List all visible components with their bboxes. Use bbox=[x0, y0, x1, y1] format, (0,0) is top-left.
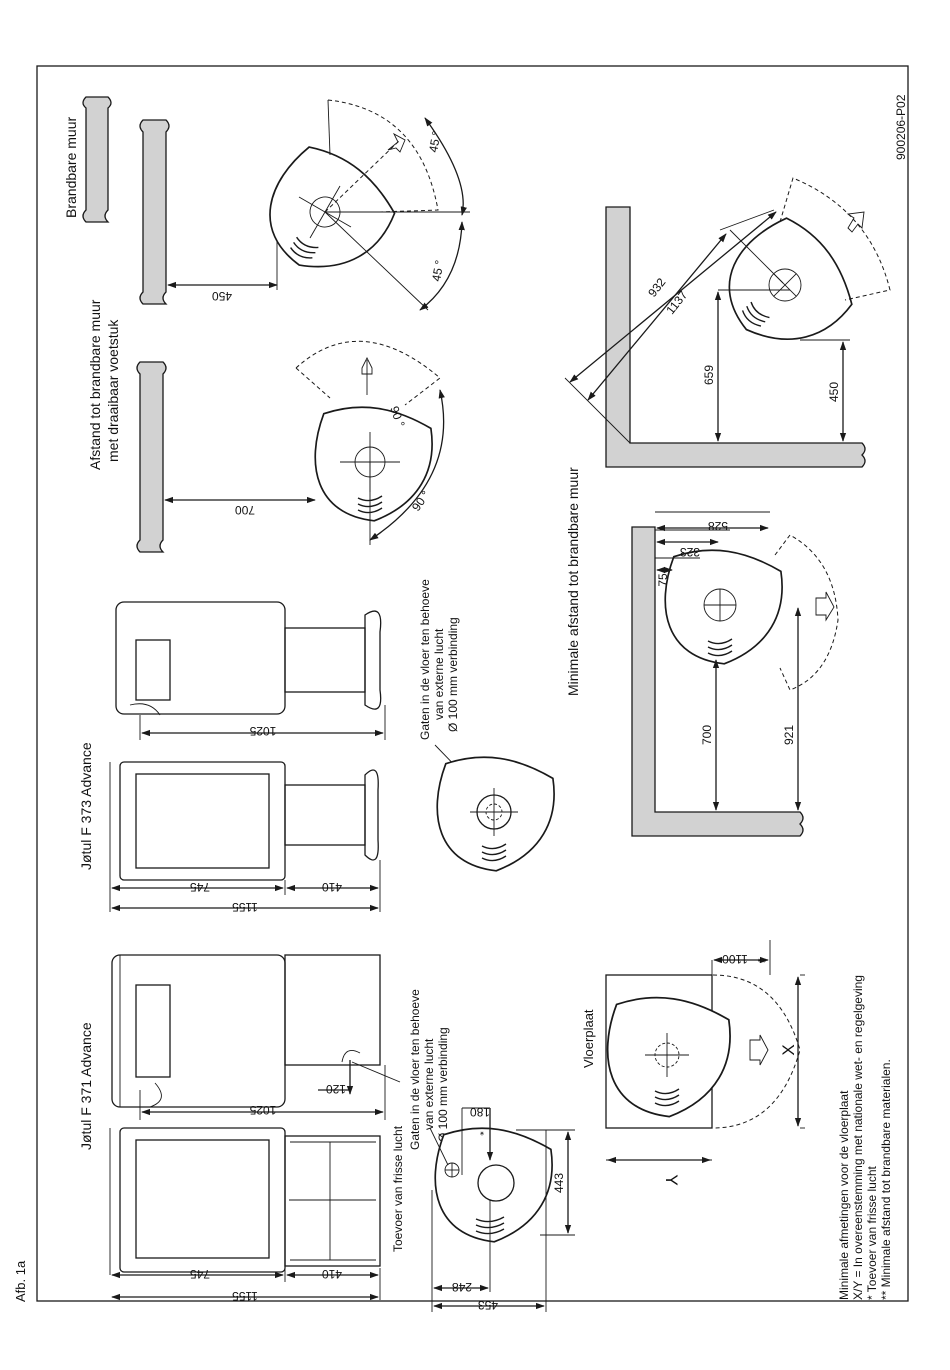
f373-dim-410: 410 bbox=[322, 880, 342, 894]
f371-dim-1155: 1155 bbox=[232, 1289, 258, 1303]
floor-dim-1100-star: ** bbox=[757, 952, 766, 964]
f373-plan-view bbox=[436, 756, 555, 872]
corner-dim-450: 450 bbox=[827, 382, 841, 402]
legend-line-3: * Toevoer van frisse lucht bbox=[865, 1165, 879, 1300]
min-stove bbox=[664, 549, 783, 665]
f371-dim-410: 410 bbox=[322, 1267, 342, 1281]
f373-holes-3: Ø 100 mm verbinding bbox=[446, 617, 460, 732]
f371-holes-3: Ø 100 mm verbinding bbox=[436, 1027, 450, 1142]
f371-dim-453: 453 bbox=[478, 1298, 498, 1312]
swivel-dist-front: 700 bbox=[235, 503, 255, 517]
f373-holes-1: Gaten in de vloer ten behoeve bbox=[418, 579, 432, 740]
corner-dim-659: 659 bbox=[702, 365, 716, 385]
min-distance-title: Minimale afstand tot brandbare muur bbox=[565, 467, 581, 696]
f371-side-view bbox=[111, 954, 381, 1108]
min-dim-528: 528 bbox=[708, 519, 728, 533]
f371-dim-443: 443 bbox=[552, 1173, 566, 1193]
swivel-angle-b: 45 ° bbox=[429, 259, 447, 283]
corner-wall bbox=[605, 206, 866, 468]
floor-dim-1100: 1100 bbox=[722, 952, 748, 966]
f371-front-view bbox=[119, 1127, 381, 1273]
swivel-title-2: met draaibaar voetstuk bbox=[105, 319, 121, 462]
f371-dim-1025: 1025 bbox=[249, 1103, 276, 1117]
figure-label: Afb. 1a bbox=[13, 1260, 28, 1302]
f371-dim-745: 745 bbox=[190, 1267, 210, 1281]
f373-dim-1155: 1155 bbox=[232, 900, 258, 914]
swivel-angle-top: 90 ° bbox=[387, 404, 408, 429]
swivel-wall-b bbox=[139, 119, 170, 305]
min-wall bbox=[631, 526, 804, 837]
f371-side-dims: 1025 120 bbox=[139, 1060, 401, 1120]
f373-front-view bbox=[119, 761, 379, 881]
min-dim-75: 75 bbox=[656, 573, 670, 587]
wall-sample bbox=[82, 96, 112, 223]
legend-line-4: ** Minimale afstand tot brandbare materi… bbox=[879, 1059, 893, 1300]
f373-front-dims: 745 410 1155 bbox=[109, 762, 381, 914]
min-dims: 528 323 75 700 921 bbox=[655, 511, 802, 811]
page-frame bbox=[36, 65, 909, 1302]
min-dim-323: 323 bbox=[680, 545, 700, 559]
floor-y-label: Y bbox=[662, 1174, 681, 1185]
legend-line-1: Minimale afmetingen voor de vloerplaat bbox=[837, 1090, 851, 1300]
floor-x-label: X bbox=[779, 1044, 798, 1055]
corner-dim-1137: 1137 bbox=[663, 288, 690, 317]
swivel-angle-a: 45 ° bbox=[426, 130, 444, 154]
f371-plan-view bbox=[434, 1127, 553, 1243]
f371-dim-180: 180 bbox=[470, 1105, 490, 1119]
corner-dims: 932 1137 659 450 bbox=[564, 209, 850, 444]
swivel-stove-b bbox=[247, 136, 407, 295]
swivel-title-1: Afstand tot brandbare muur bbox=[87, 299, 103, 470]
f373-holes-2: van externe lucht bbox=[432, 628, 446, 720]
f371-title: Jøtul F 371 Advance bbox=[78, 1022, 94, 1150]
f371-holes-1: Gaten in de vloer ten behoeve bbox=[408, 989, 422, 1150]
f371-dim-120: 120 bbox=[326, 1082, 346, 1096]
min-dim-700: 700 bbox=[700, 725, 714, 745]
swivel-dist-side: 450 bbox=[212, 289, 232, 303]
f371-dim-180-star: * bbox=[479, 1125, 484, 1137]
drawing-code: 900206-P02 bbox=[894, 94, 908, 160]
corner-dim-932: 932 bbox=[645, 275, 669, 300]
f371-plan-dims: 248 453 443 180 * bbox=[429, 1105, 575, 1312]
f373-side-dims: 1025 bbox=[139, 705, 386, 740]
f371-fresh-air: Toevoer van frisse lucht bbox=[391, 1125, 405, 1252]
legend-line-2: X/Y = In overeenstemming met nationale w… bbox=[851, 975, 865, 1300]
brandbare-muur-label: Brandbare muur bbox=[63, 116, 79, 218]
f371-front-dims: 745 410 1155 bbox=[109, 1128, 381, 1303]
min-dim-921: 921 bbox=[782, 725, 796, 745]
swivel-wall-a bbox=[136, 361, 167, 553]
f373-title: Jøtul F 373 Advance bbox=[78, 742, 94, 870]
f373-side-view bbox=[115, 601, 382, 716]
f373-dim-1025: 1025 bbox=[249, 724, 276, 738]
floor-plate-label: Vloerplaat bbox=[581, 1009, 596, 1068]
f371-holes-2: van externe lucht bbox=[422, 1038, 436, 1130]
f371-dim-248: 248 bbox=[452, 1280, 472, 1294]
f373-dim-745: 745 bbox=[190, 880, 210, 894]
floor-plate: 1100 ** X Y bbox=[605, 940, 805, 1186]
